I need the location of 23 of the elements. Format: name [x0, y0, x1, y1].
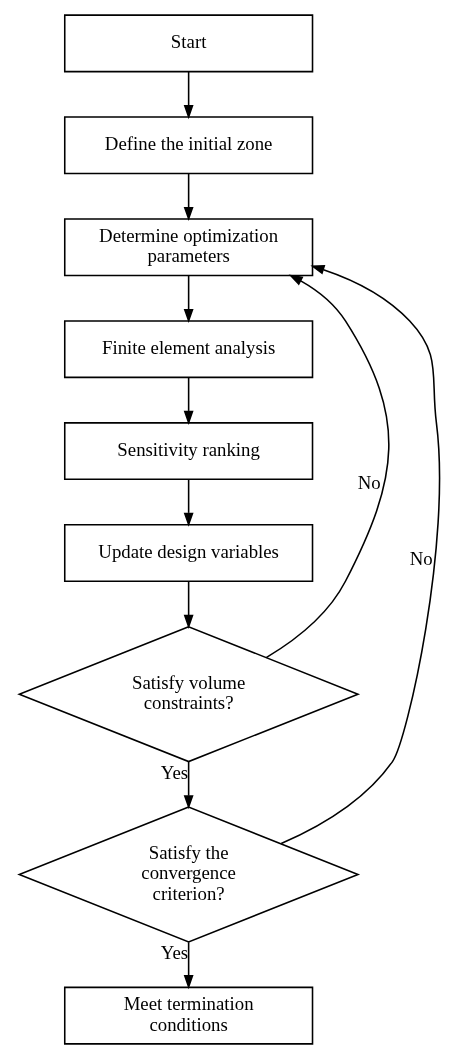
arrow — [183, 376, 194, 425]
edge-label: Yes — [160, 761, 189, 783]
node-box: Start — [63, 14, 314, 73]
node-diamond: Satisfy the convergence criterion? — [17, 806, 361, 943]
edge-label: No — [409, 548, 433, 570]
arrow — [280, 265, 441, 845]
edge-label: Yes — [160, 942, 189, 963]
arrow — [183, 173, 194, 222]
arrow — [183, 941, 194, 990]
arrow — [183, 71, 194, 120]
arrow — [183, 581, 194, 629]
arrow — [183, 760, 194, 810]
arrow — [265, 274, 390, 659]
node-diamond: Satisfy volume constraints? — [17, 625, 361, 763]
node-box: Update design variables — [63, 524, 314, 583]
node-box: Meet termination conditions — [63, 986, 314, 1045]
node-box: Finite element analysis — [63, 320, 314, 379]
arrow — [183, 275, 194, 323]
node-box: Define the initial zone — [63, 116, 314, 175]
edge-label: No — [357, 471, 381, 493]
node-box: Sensitivity ranking — [63, 422, 314, 481]
node-box: Determine optimization parameters — [63, 218, 314, 277]
arrow — [183, 478, 194, 527]
